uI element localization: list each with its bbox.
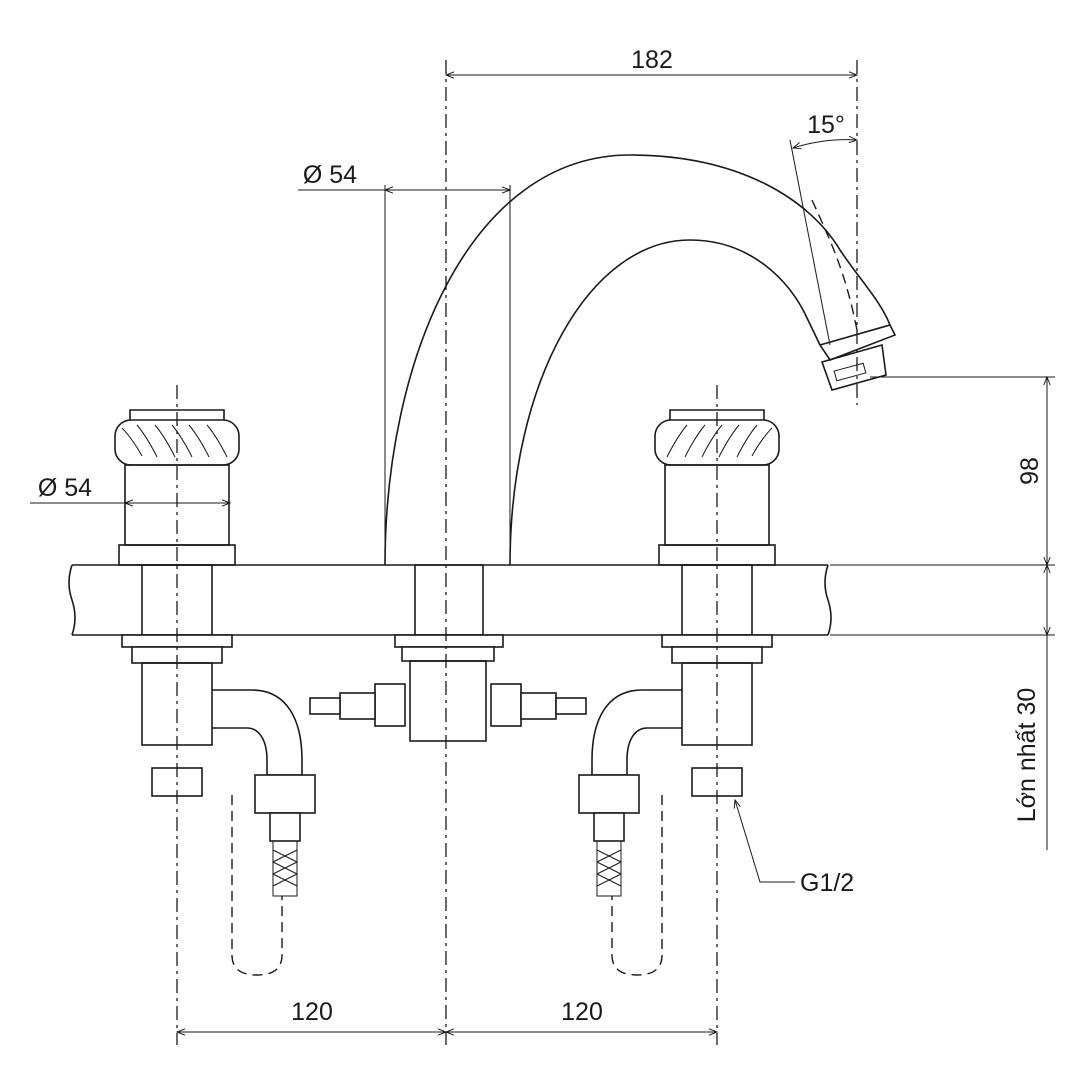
- dimension-spout-diameter-label: Ø 54: [303, 161, 357, 189]
- spout: [309, 154, 897, 742]
- dimension-handle-diameter-label: Ø 54: [38, 474, 92, 502]
- center-lines: [176, 60, 858, 1045]
- dimension-98: 98: [830, 375, 1055, 636]
- thread-callout-label: G1/2: [800, 869, 854, 897]
- thread-callout: G1/2: [733, 798, 854, 897]
- dimension-120-left: 120: [175, 998, 448, 1036]
- dimension-spout-diameter: Ø 54: [298, 161, 512, 560]
- dimension-handle-diameter: Ø 54: [30, 474, 232, 507]
- dimension-deck-thickness: Lớn nhất 30: [1013, 563, 1051, 850]
- dimension-120-left-label: 120: [291, 998, 333, 1026]
- dimension-deck-thickness-label: Lớn nhất 30: [1013, 688, 1041, 823]
- dimension-angle: 15°: [789, 111, 859, 346]
- dimension-120-right-label: 120: [561, 998, 603, 1026]
- dimension-angle-label: 15°: [807, 111, 845, 139]
- dimension-182-label: 182: [631, 46, 673, 74]
- right-handle: [578, 409, 780, 976]
- dimension-182: 182: [444, 46, 859, 79]
- dimension-98-label: 98: [1016, 457, 1044, 485]
- dimension-120-right: 120: [444, 998, 719, 1036]
- left-handle: [114, 409, 316, 976]
